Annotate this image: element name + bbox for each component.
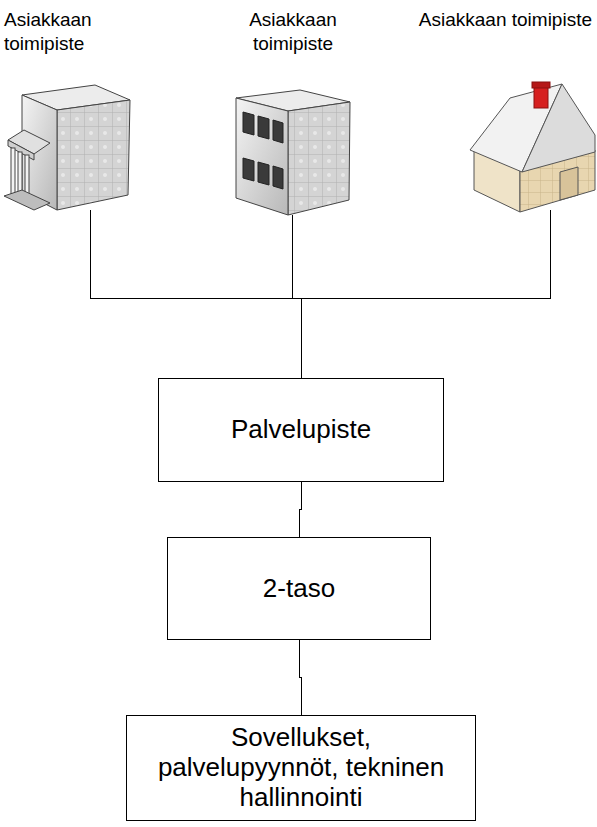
connector-line — [301, 210, 550, 378]
apartment-building-icon — [236, 90, 350, 215]
site-label: Asiakkaan toimipiste — [419, 8, 592, 32]
office-building-icon — [4, 85, 130, 210]
box-label: 2-taso — [263, 574, 335, 604]
box-label: Palvelupiste — [231, 415, 371, 445]
process-box: 2-taso — [167, 537, 431, 640]
connector-line — [299, 640, 301, 715]
process-box: Palvelupiste — [158, 378, 444, 482]
site-label: Asiakkaan toimipiste — [232, 8, 354, 56]
customer-site: Asiakkaan toimipiste — [232, 8, 354, 215]
site-label: Asiakkaan toimipiste — [4, 8, 176, 56]
box-label: Sovellukset, palvelupyynnöt, tekninen ha… — [137, 723, 465, 813]
process-box: Sovellukset, palvelupyynnöt, tekninen ha… — [126, 715, 476, 821]
connector-line — [90, 210, 301, 378]
connector-line — [292, 215, 301, 378]
house-icon — [470, 82, 595, 212]
connector-line — [299, 482, 301, 537]
customer-site: Asiakkaan toimipiste — [4, 8, 176, 210]
customer-site: Asiakkaan toimipiste — [396, 8, 592, 210]
